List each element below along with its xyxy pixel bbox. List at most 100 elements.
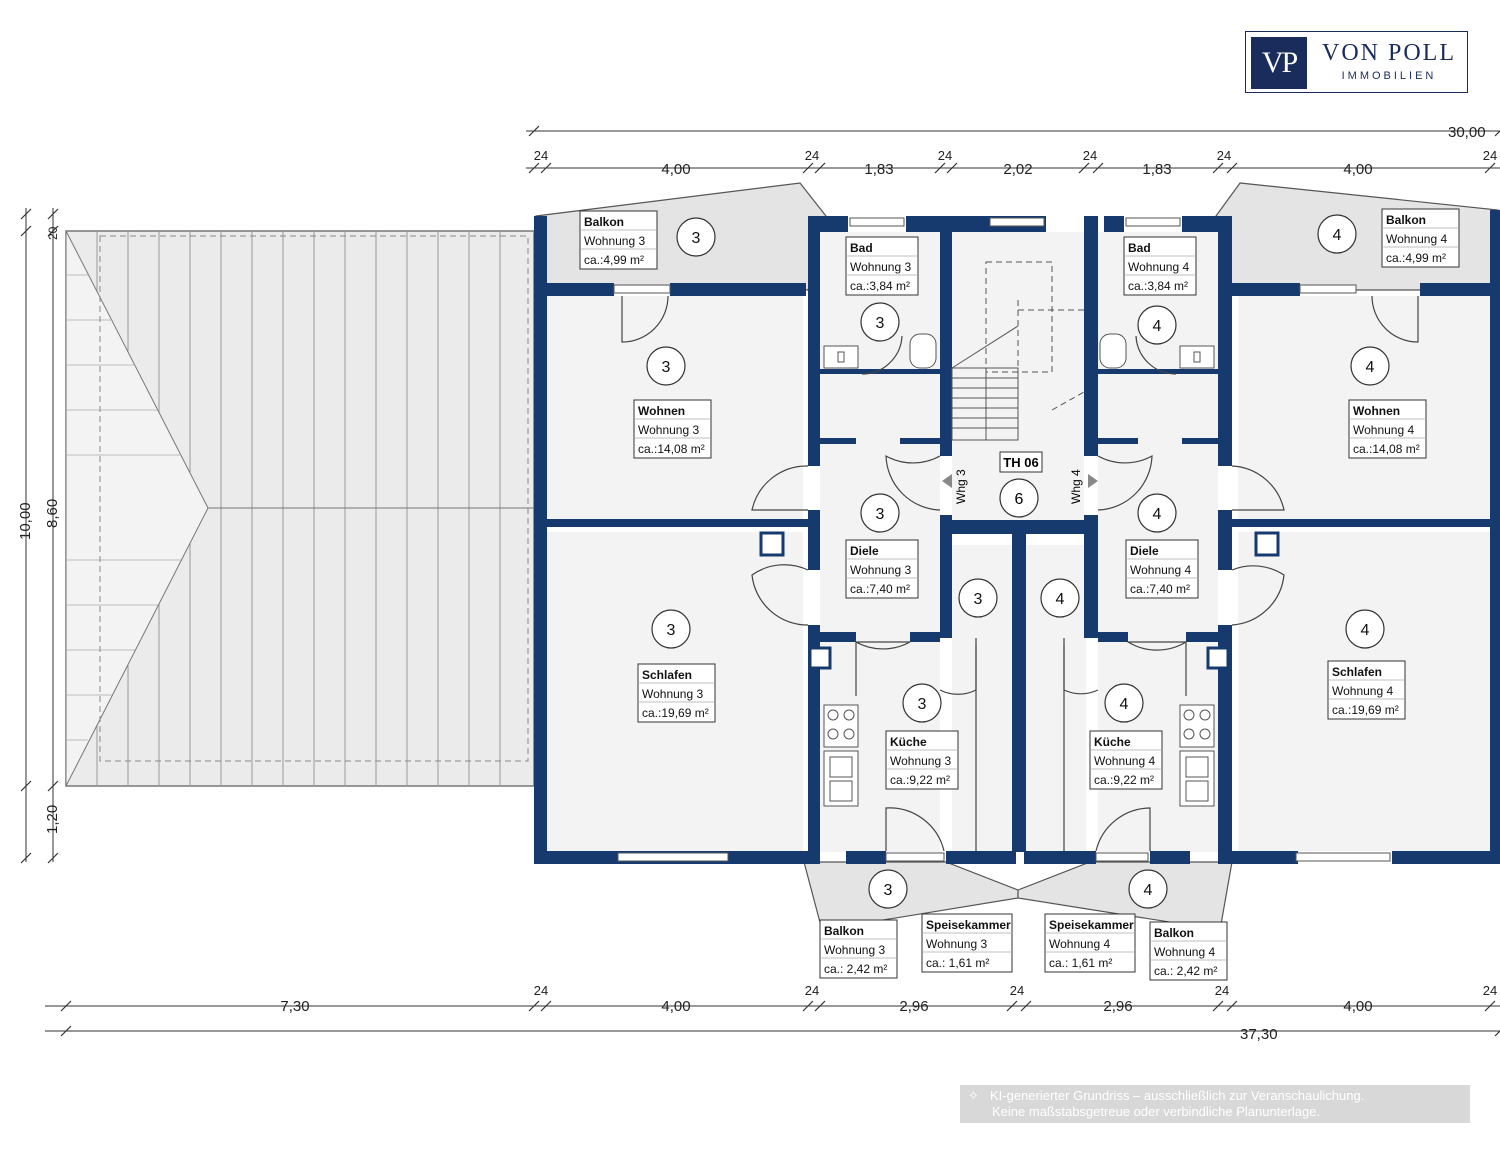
unit-marker-speise4: 4	[1040, 578, 1080, 618]
dimension-tick	[20, 225, 32, 237]
walls	[534, 210, 1500, 864]
stair-label: TH 06	[1003, 455, 1038, 470]
unit-marker-speise3: 3	[958, 578, 998, 618]
svg-text:4: 4	[1153, 506, 1162, 523]
dimension-tick	[1484, 162, 1496, 174]
unit-marker-balkon3s: 3	[868, 869, 908, 909]
dim-top-value: 24	[805, 148, 819, 163]
dim-bottom-value: 4,00	[1343, 998, 1372, 1015]
dim-top-value: 2,02	[1003, 161, 1032, 178]
room-area: ca.: 2,42 m²	[1154, 964, 1217, 978]
room-name: Balkon	[584, 215, 624, 229]
room-unit: Wohnung 4	[1353, 423, 1414, 437]
doors	[621, 295, 1419, 852]
dimension-labels: 30,00 37,30 10,00 20 8,60 1,20	[17, 124, 1486, 1043]
dim-bottom-value: 24	[1483, 983, 1497, 998]
windows	[613, 217, 1391, 862]
room-area: ca.:7,40 m²	[1130, 582, 1190, 596]
dim-top-value: 24	[1483, 148, 1497, 163]
room-area: ca.: 2,42 m²	[824, 962, 887, 976]
roof-area	[65, 230, 535, 787]
room-area: ca.:9,22 m²	[1094, 773, 1154, 787]
room-name: Speisekammer	[926, 918, 1011, 932]
dimension-tick	[802, 162, 814, 174]
disclaimer-line-2: Keine maßstabsgetreue oder verbindliche …	[992, 1104, 1321, 1119]
room-name: Schlafen	[1332, 665, 1382, 679]
unit-marker-diele4: 4	[1137, 493, 1177, 533]
room-name: Diele	[850, 544, 879, 558]
room-area: ca.:4,99 m²	[1386, 251, 1446, 265]
dimension-tick	[20, 208, 32, 220]
dim-top-value: 1,83	[864, 161, 893, 178]
room-area: ca.:7,40 m²	[850, 582, 910, 596]
svg-text:4: 4	[1361, 622, 1370, 639]
dim-bottom-value: 24	[1010, 983, 1024, 998]
dimension-tick	[1484, 1000, 1496, 1012]
room-area: ca.:19,69 m²	[1332, 703, 1399, 717]
dim-top-value: 24	[1083, 148, 1097, 163]
room-name: Bad	[850, 241, 873, 255]
unit-marker-balkon3n: 3	[676, 217, 716, 257]
dimension-tick	[1494, 130, 1500, 137]
unit-marker-wohnen4: 4	[1350, 346, 1390, 386]
room-unit: Wohnung 3	[850, 260, 911, 274]
unit-marker-kueche3: 3	[902, 683, 942, 723]
dimension-tick	[60, 1000, 72, 1012]
dim-top-value: 1,83	[1142, 161, 1171, 178]
room-name: Balkon	[824, 924, 864, 938]
unit-marker-schlafen3: 3	[651, 609, 691, 649]
room-area: ca.:14,08 m²	[1353, 442, 1420, 456]
stair-number: 6	[1015, 491, 1024, 508]
svg-text:4: 4	[1333, 227, 1342, 244]
dimension-tick	[540, 1000, 552, 1012]
room-area: ca.:14,08 m²	[638, 442, 705, 456]
room-area: ca.:3,84 m²	[850, 279, 910, 293]
svg-text:4: 4	[1120, 696, 1129, 713]
dimension-tick	[20, 852, 32, 864]
svg-text:3: 3	[662, 359, 671, 376]
room-name: Bad	[1128, 241, 1151, 255]
room-unit: Wohnung 4	[1130, 563, 1191, 577]
dimension-tick	[1092, 162, 1104, 174]
dimension-tick	[540, 162, 552, 174]
dimension-tick	[934, 162, 946, 174]
dimension-tick	[946, 162, 958, 174]
svg-text:3: 3	[692, 230, 701, 247]
dim-top-total: 30,00	[1448, 124, 1486, 141]
room-unit: Wohnung 4	[1049, 937, 1110, 951]
dimension-tick	[1226, 1000, 1238, 1012]
dim-bottom-value: 24	[1215, 983, 1229, 998]
dim-bottom-value: 24	[805, 983, 819, 998]
dim-left-1: 20	[46, 226, 60, 240]
unit-marker-bad3: 3	[860, 302, 900, 342]
dimension-tick	[1226, 162, 1238, 174]
room-area: ca.:4,99 m²	[584, 253, 644, 267]
unit-marker-bad4: 4	[1137, 305, 1177, 345]
stair-core: TH 06 6 Whg 3 Whg 4	[942, 451, 1098, 518]
unit-marker-diele3: 3	[860, 493, 900, 533]
disclaimer-line-1: KI-generierter Grundriss – ausschließlic…	[990, 1088, 1365, 1103]
unit-marker-wohnen3: 3	[646, 346, 686, 386]
svg-text:3: 3	[667, 622, 676, 639]
dimension-tick	[60, 1025, 72, 1037]
room-area: ca.: 1,61 m²	[926, 956, 989, 970]
dim-left-2: 8,60	[44, 499, 61, 528]
room-unit: Wohnung 3	[638, 423, 699, 437]
dimension-tick	[802, 1000, 814, 1012]
dimension-tick	[20, 780, 32, 792]
room-unit: Wohnung 3	[926, 937, 987, 951]
dim-top-value: 24	[1217, 148, 1231, 163]
unit-marker-kueche4: 4	[1104, 683, 1144, 723]
door-label-left: Whg 3	[954, 469, 968, 504]
